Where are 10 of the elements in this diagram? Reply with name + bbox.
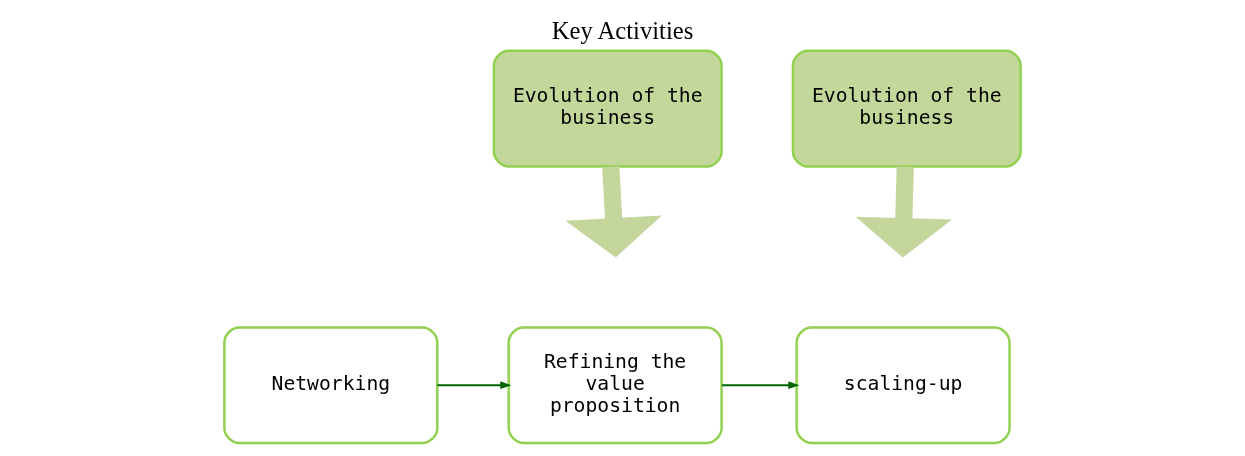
- node-box: Networking: [223, 325, 439, 444]
- node-box: Evolution of the business: [791, 49, 1022, 168]
- diagram-title: Key Activities: [551, 16, 694, 44]
- arrow: [855, 165, 953, 257]
- node-box: Evolution of the business: [492, 49, 723, 168]
- node-box: Refining the value proposition: [507, 325, 723, 444]
- node-box: scaling-up: [795, 325, 1011, 444]
- arrow: [565, 165, 662, 257]
- arrow: [436, 380, 512, 389]
- arrow: [721, 380, 800, 389]
